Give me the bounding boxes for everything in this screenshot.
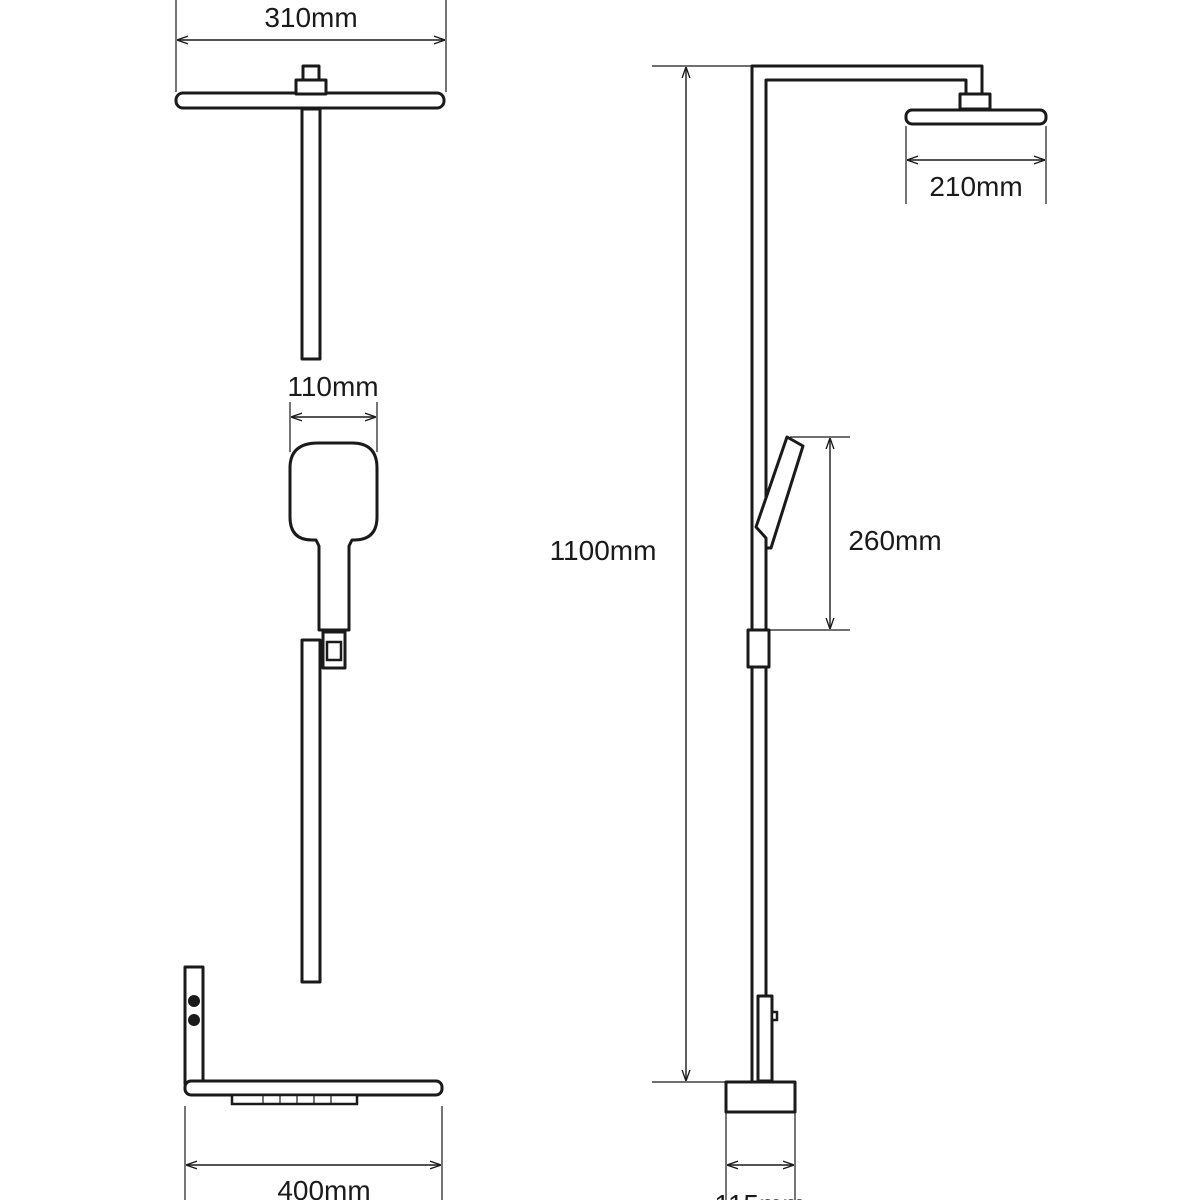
overhead-width-label: 310mm: [264, 2, 357, 33]
shelf-width-dimension: 400mm: [184, 1106, 443, 1200]
hand-shower-side: [746, 435, 805, 669]
base-depth-label: 115mm: [714, 1189, 805, 1200]
base-block-side: [724, 1080, 797, 1114]
overhead-width-dimension: 310mm: [175, 0, 447, 92]
control-knob-lower-icon: [188, 1014, 200, 1026]
handset-length-label: 260mm: [848, 525, 941, 556]
handset-width-dimension: 110mm: [287, 371, 379, 452]
total-height-dimension: 1100mm: [550, 65, 752, 1083]
total-height-label: 1100mm: [550, 535, 657, 566]
riser-pipe-lower: [300, 638, 322, 984]
overhead-diameter-label: 210mm: [929, 171, 1022, 202]
riser-arm-side: [750, 64, 984, 1082]
handset-holder-side: [746, 628, 771, 669]
side-view: 1100mm 210mm 260mm: [550, 64, 1048, 1200]
base-depth-dimension: 115mm: [714, 1113, 806, 1200]
thermostat-control-front: [183, 965, 205, 1086]
overhead-shower-head-front: [174, 64, 446, 110]
riser-pipe-upper: [300, 107, 322, 361]
handset-width-label: 110mm: [287, 371, 378, 402]
front-view: 310mm 110mm: [174, 0, 447, 1200]
shelf-front: [183, 1079, 444, 1106]
overhead-shower-head-side: [904, 92, 1048, 126]
handset-length-dimension: 260mm: [770, 436, 942, 631]
overhead-diameter-dimension: 210mm: [905, 126, 1047, 204]
thermostat-control-side: [724, 994, 797, 1114]
control-knob-upper-icon: [188, 995, 200, 1007]
shelf-width-label: 400mm: [277, 1175, 370, 1200]
hand-shower-front: [288, 441, 379, 670]
